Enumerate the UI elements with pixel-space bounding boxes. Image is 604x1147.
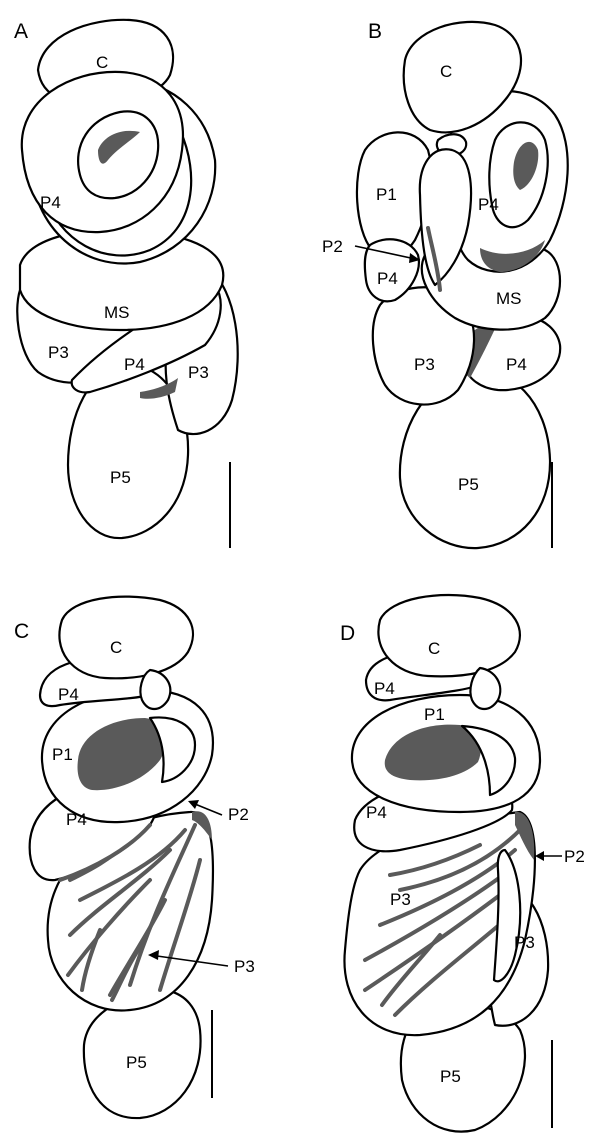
panel-a-label-c: C — [96, 53, 108, 72]
panel-d-label-c: C — [428, 639, 440, 658]
panel-d: D C P4 P1 P4 P2 — [340, 595, 585, 1132]
panel-d-label-p3-right: P3 — [514, 933, 535, 952]
panel-c-label-p2: P2 — [228, 805, 249, 824]
panel-c-label-c: C — [110, 638, 122, 657]
panel-d-label-p1: P1 — [424, 705, 445, 724]
panel-a-label-p4-strip: P4 — [124, 355, 145, 374]
panel-d-letter: D — [340, 622, 355, 645]
panel-b-label-p4-right: P4 — [506, 355, 527, 374]
panel-a-label-p3-left: P3 — [48, 343, 69, 362]
panel-d-label-p4-lower: P4 — [366, 803, 387, 822]
panel-d-p2-arrowhead — [535, 851, 544, 861]
panel-a-label-p3-right: P3 — [188, 363, 209, 382]
panel-d-label-p4-upper: P4 — [374, 679, 395, 698]
panel-d-c-stalk — [470, 668, 500, 709]
panel-c-label-p1: P1 — [52, 745, 73, 764]
panel-a-letter: A — [14, 20, 28, 43]
panel-c-label-p4-upper: P4 — [58, 685, 79, 704]
panel-b-label-p2: P2 — [322, 237, 343, 256]
panel-d-c — [378, 595, 520, 676]
panel-b-label-p4-whorl: P4 — [478, 195, 499, 214]
panel-b-label-p5: P5 — [458, 475, 479, 494]
panel-b-label-p4-left: P4 — [377, 269, 398, 288]
panel-b: B C P1 P4 P2 P4 MS P3 P4 P5 — [322, 20, 568, 548]
panel-c-c-stalk — [140, 670, 170, 709]
panel-b-label-p1: P1 — [376, 185, 397, 204]
panel-c-letter: C — [14, 620, 29, 643]
panel-b-label-p3: P3 — [414, 355, 435, 374]
panel-d-label-p2: P2 — [564, 847, 585, 866]
panel-a: A C P4 MS P3 P4 P3 P5 — [14, 20, 238, 548]
panel-c-label-p3: P3 — [234, 957, 255, 976]
panel-d-label-p3-big: P3 — [390, 890, 411, 909]
panel-a-label-p5: P5 — [110, 468, 131, 487]
panel-b-label-ms: MS — [496, 289, 522, 308]
panel-c: C C P4 P1 P2 P4 — [14, 597, 255, 1118]
panel-a-label-p4: P4 — [40, 193, 61, 212]
panel-c-label-p4-lower: P4 — [66, 810, 87, 829]
panel-c-c — [59, 597, 193, 679]
panel-c-label-p5: P5 — [126, 1053, 147, 1072]
panel-b-letter: B — [368, 20, 382, 43]
panel-b-label-c: C — [440, 62, 452, 81]
panel-a-label-ms: MS — [104, 303, 130, 322]
panel-d-label-p5: P5 — [440, 1067, 461, 1086]
